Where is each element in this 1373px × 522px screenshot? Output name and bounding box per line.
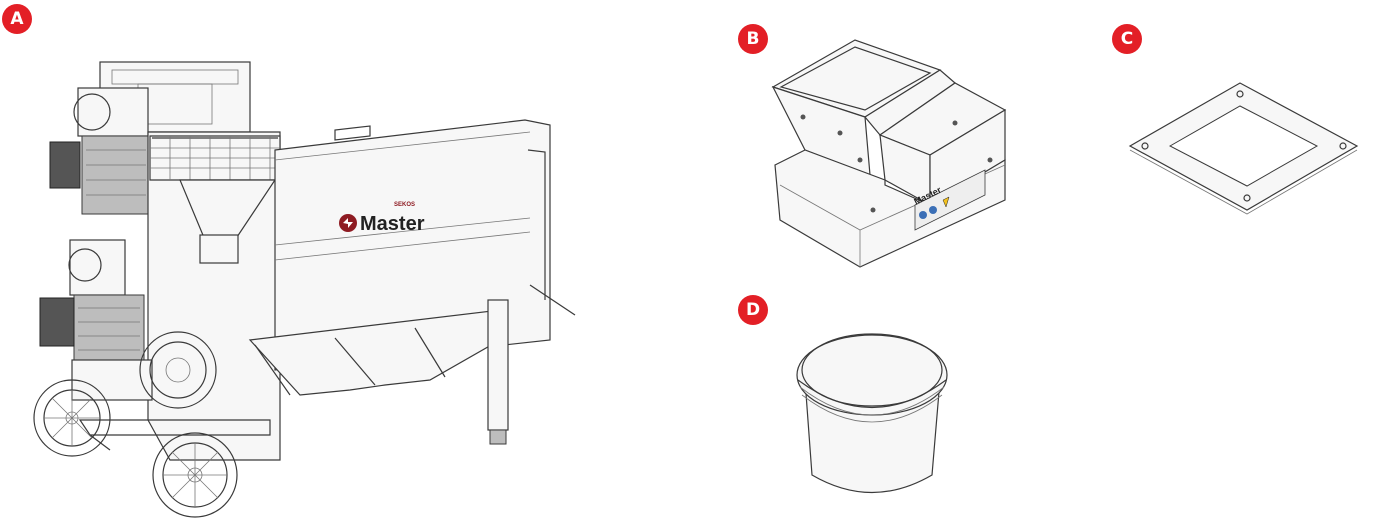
machine-brand-logo: Master xyxy=(360,213,425,235)
bucket-illustration xyxy=(796,333,948,494)
hopper-illustration: Master xyxy=(771,39,1007,268)
machine-illustration: Master SEKOS xyxy=(33,61,576,518)
label-badge-c: C xyxy=(1112,24,1142,54)
flange-plate-illustration xyxy=(1128,82,1359,215)
label-badge-b: B xyxy=(738,24,768,54)
machine-brand-small: SEKOS xyxy=(394,202,415,208)
label-badge-d: D xyxy=(738,295,768,325)
label-badge-a: A xyxy=(2,4,32,34)
